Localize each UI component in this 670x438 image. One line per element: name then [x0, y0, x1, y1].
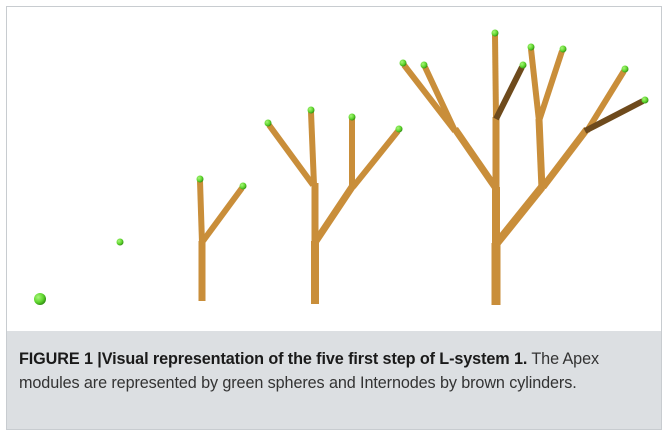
- l-system-illustration: [34, 29, 649, 305]
- figure: FIGURE 1 |Visual representation of the f…: [6, 6, 662, 430]
- internode: [200, 186, 245, 243]
- internode: [584, 69, 627, 133]
- apex-sphere: [559, 45, 567, 53]
- internode: [583, 98, 645, 134]
- apex-sphere: [395, 125, 403, 133]
- internode: [308, 111, 317, 186]
- internode: [535, 118, 546, 190]
- internode: [401, 63, 458, 133]
- apex-sphere: [196, 175, 204, 183]
- apex-sphere: [420, 61, 428, 69]
- step-1-plant: [34, 293, 46, 305]
- figure-caption: FIGURE 1 |Visual representation of the f…: [7, 331, 661, 429]
- figure-description: The Apex modules are represented by gree…: [19, 350, 599, 392]
- internode: [492, 34, 499, 120]
- step-5-plant: [399, 29, 649, 305]
- apex-sphere: [491, 29, 499, 37]
- step-3-plant: [196, 175, 247, 301]
- apex-sphere: [527, 43, 535, 51]
- apex-sphere: [621, 65, 629, 73]
- internode: [350, 129, 401, 189]
- apex-sphere: [519, 61, 527, 69]
- internode: [528, 48, 542, 122]
- caption-text: FIGURE 1 |Visual representation of the f…: [19, 347, 649, 395]
- step-4-plant: [264, 106, 403, 304]
- internode: [540, 126, 590, 190]
- apex-sphere: [307, 106, 315, 114]
- step-2-plant: [116, 238, 124, 300]
- apex-sphere: [116, 238, 124, 246]
- internode: [197, 180, 205, 244]
- internode: [422, 65, 458, 133]
- apex-sphere: [641, 96, 649, 104]
- internode: [313, 185, 355, 243]
- figure-label: FIGURE 1 |: [19, 350, 102, 368]
- apex-sphere: [348, 113, 356, 121]
- internode: [493, 184, 546, 246]
- internode: [452, 127, 498, 189]
- apex-sphere: [399, 59, 407, 67]
- internode: [493, 65, 525, 121]
- figure-title: Visual representation of the five first …: [101, 350, 528, 368]
- internode: [536, 50, 565, 122]
- apex-sphere: [239, 182, 247, 190]
- apex-sphere: [34, 293, 46, 305]
- internode: [266, 123, 316, 187]
- apex-sphere: [264, 119, 272, 127]
